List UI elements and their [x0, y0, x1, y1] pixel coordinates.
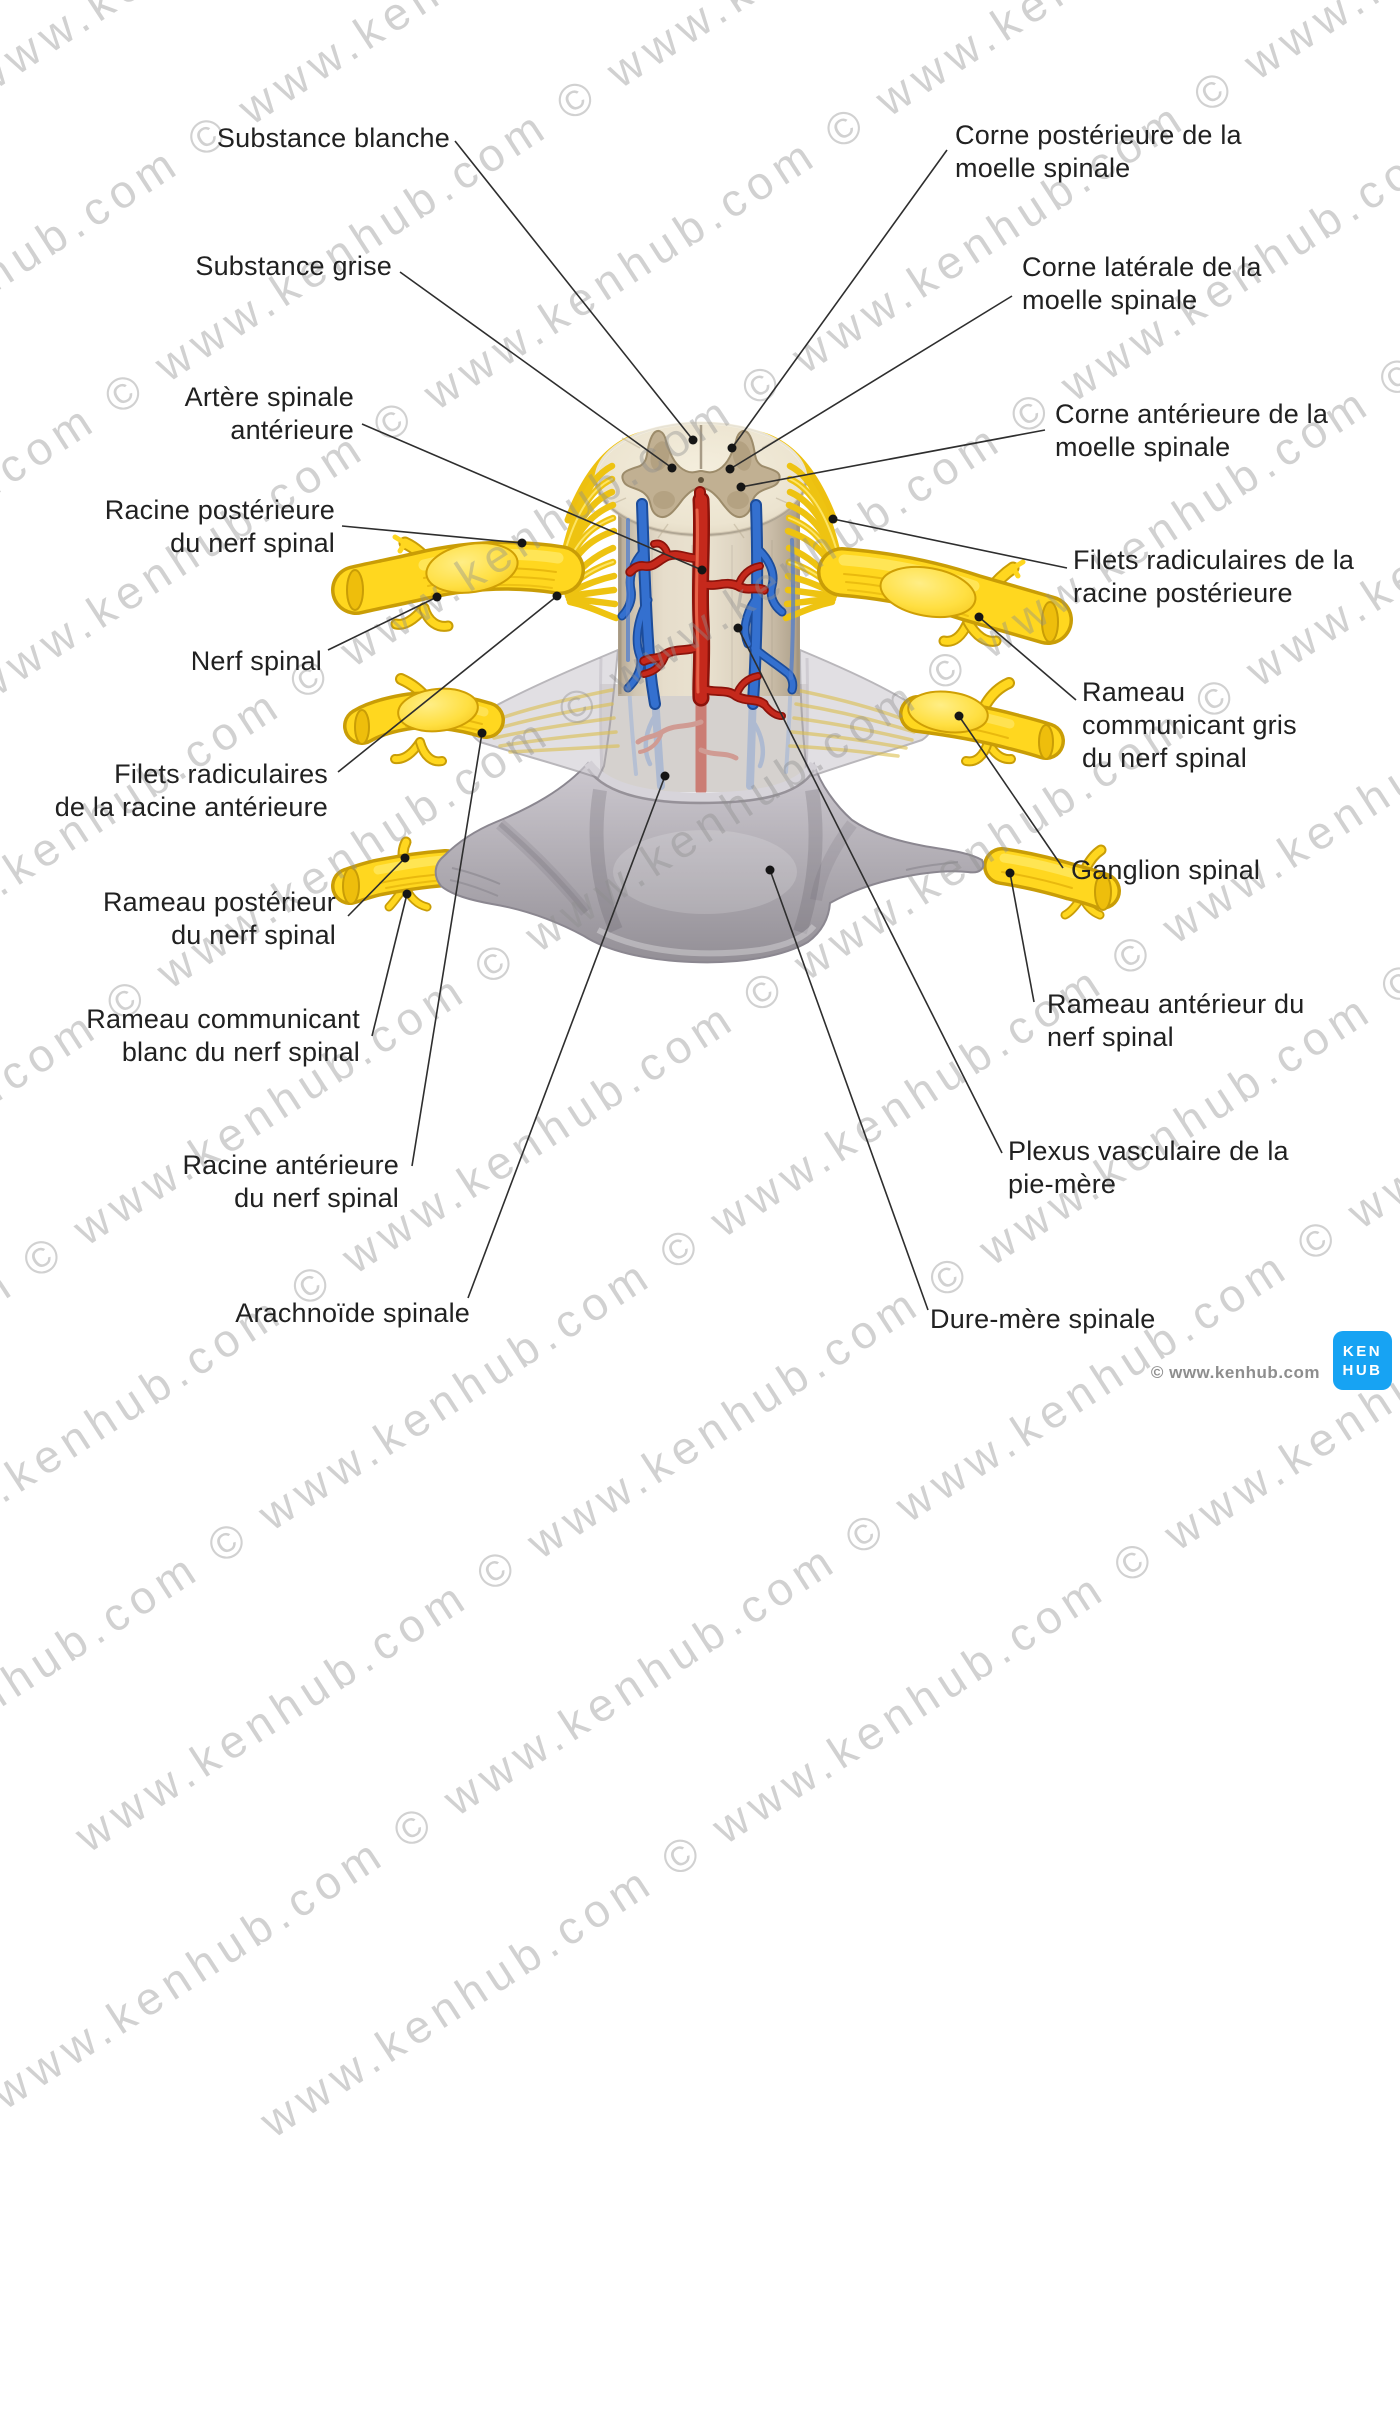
anterior-spinal-artery — [625, 486, 786, 720]
label-filets-radiculaires-posterieure: Filets radiculaires de la racine postéri… — [1073, 545, 1355, 608]
leader-racine-posterieure — [341, 525, 523, 544]
leader-dure-mere — [769, 869, 929, 1311]
watermark-text: www.kenhub.com © www.kenhub.com © www.ke… — [0, 0, 1400, 1549]
label-corne-posterieure: Corne postérieure de la moelle spinale — [955, 120, 1242, 183]
kenhub-logo[interactable]: KEN HUB — [1333, 1331, 1392, 1390]
label-racine-anterieure: Racine antérieure du nerf spinal — [182, 1150, 399, 1213]
leader-substance-grise — [399, 271, 673, 469]
label-ganglion-spinal: Ganglion spinal — [1071, 855, 1261, 885]
spinal-nerve-level2-right — [899, 677, 1065, 767]
leader-arachnoide — [467, 775, 666, 1299]
cord-cross-section — [594, 421, 808, 539]
label-rameau-communicant-gris: Rameau communicant gris du nerf spinal — [1082, 677, 1297, 773]
rootlet-fans — [557, 462, 845, 622]
label-corne-laterale: Corne latérale de la moelle spinale — [1022, 252, 1262, 315]
leader-plexus-vasculaire — [737, 627, 1003, 1154]
leader-substance-blanche — [454, 140, 694, 441]
leader-corne-anterieure — [740, 429, 1046, 488]
kenhub-logo-line1: KEN — [1342, 1342, 1383, 1360]
spinal-nerve-level3-left — [331, 836, 465, 912]
inner-sheath-faded — [598, 657, 810, 796]
arachnoid-membrane — [469, 648, 932, 780]
label-plexus-vasculaire: Plexus vasculaire de la pie-mère — [1008, 1136, 1289, 1199]
leader-rameau-anterieur — [1009, 872, 1035, 1003]
spinal-nerve-level1-left — [331, 534, 585, 632]
gray-matter-butterfly — [621, 430, 781, 519]
leader-rameau-communicant-blanc — [371, 893, 408, 1037]
label-nerf-spinal: Nerf spinal — [190, 646, 322, 676]
leader-ganglion-spinal — [958, 715, 1064, 869]
label-racine-posterieure: Racine postérieure du nerf spinal — [104, 495, 335, 558]
leader-corne-posterieure — [731, 149, 948, 449]
leader-nerf-spinal — [327, 596, 438, 651]
label-arachnoide-spinale: Arachnoïde spinale — [235, 1298, 470, 1328]
copyright-text: © www.kenhub.com — [1150, 1363, 1320, 1382]
spinal-veins — [617, 498, 798, 710]
label-rameau-posterieur: Rameau postérieur du nerf spinal — [102, 887, 336, 950]
label-filets-radiculaires-anterieure: Filets radiculaires de la racine antérie… — [54, 759, 328, 822]
leader-rameau-communicant-gris — [978, 616, 1077, 701]
spinal-nerve-level1-right — [817, 547, 1073, 647]
leader-corne-laterale — [729, 295, 1013, 470]
watermark-text: www.kenhub.com © www.kenhub.com © www.ke… — [0, 0, 1400, 694]
leader-racine-anterieure — [411, 732, 483, 1167]
leader-rameau-posterieur — [347, 857, 406, 917]
leader-artere-spinale-anterieure — [361, 423, 703, 571]
label-substance-blanche: Substance blanche — [216, 123, 450, 153]
leader-filets-radiculaires-posterieure — [832, 518, 1068, 569]
label-rameau-communicant-blanc: Rameau communicant blanc du nerf spinal — [86, 1004, 360, 1067]
posterior-rootlets-behind — [564, 428, 838, 531]
watermark-text: www.kenhub.com © www.kenhub.com © www.ke… — [0, 0, 1400, 1834]
watermark-text: www.kenhub.com © www.kenhub.com © www.ke… — [0, 0, 1400, 437]
label-substance-grise: Substance grise — [195, 251, 392, 281]
dura-mater — [434, 760, 985, 964]
watermark-text: www.kenhub.com © www.kenhub.com © www.ke… — [0, 0, 1400, 1264]
label-corne-anterieure: Corne antérieure de la moelle spinale — [1055, 399, 1329, 462]
kenhub-logo-line2: HUB — [1342, 1361, 1383, 1379]
spinal-nerve-level2-left — [343, 673, 505, 767]
watermark-text: www.kenhub.com © www.kenhub.com © www.ke… — [0, 0, 1400, 722]
label-rameau-anterieur: Rameau antérieur du nerf spinal — [1047, 989, 1305, 1052]
label-artere-spinale-anterieure: Artère spinale antérieure — [184, 382, 354, 445]
spinal-cord-cylinder — [618, 470, 800, 696]
leader-filets-radiculaires-anterieure — [337, 595, 558, 773]
label-dure-mere: Dure-mère spinale — [930, 1304, 1156, 1334]
